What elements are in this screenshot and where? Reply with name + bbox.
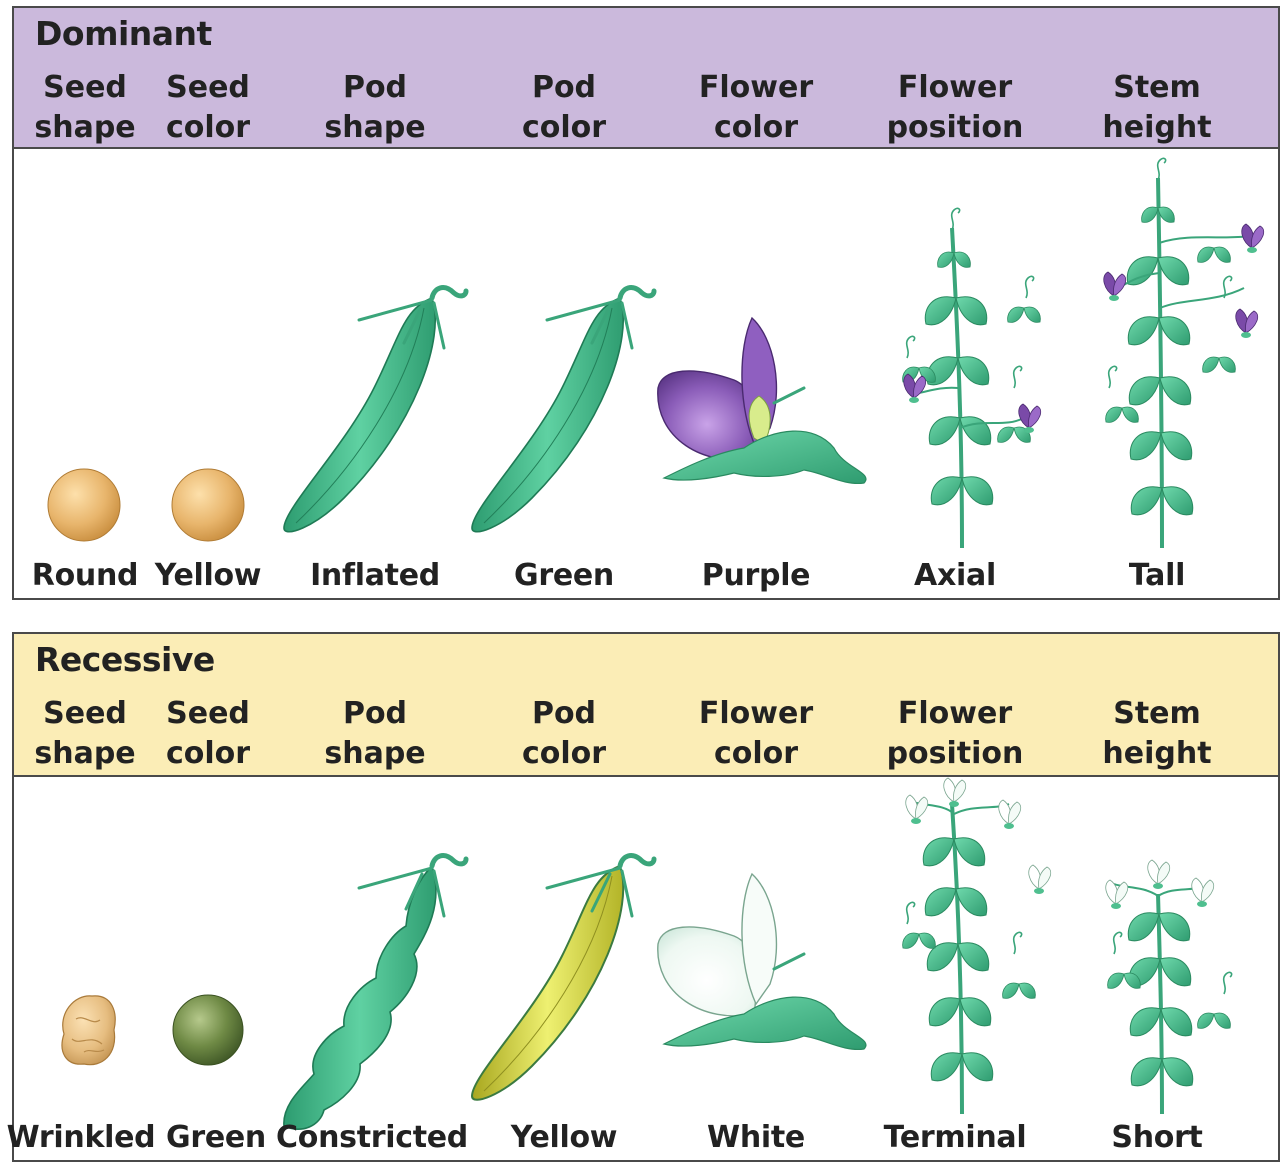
dominant-illustrations	[14, 8, 1278, 598]
trait-label-yellow-pod: Yellow	[511, 1120, 617, 1155]
trait-label-round: Round	[32, 558, 138, 593]
trait-label-axial: Axial	[914, 558, 996, 593]
yellow-seed-icon	[172, 469, 244, 541]
trait-label-tall: Tall	[1129, 558, 1185, 593]
trait-label-purple: Purple	[702, 558, 810, 593]
trait-label-wrinkled: Wrinkled	[7, 1120, 156, 1155]
trait-label-inflated: Inflated	[310, 558, 440, 593]
green-pod-icon	[472, 288, 654, 532]
trait-label-green-pod: Green	[514, 558, 614, 593]
trait-label-yellow: Yellow	[155, 558, 261, 593]
white-flower-icon	[658, 874, 866, 1049]
wrinkled-seed-icon	[62, 996, 115, 1065]
trait-label-terminal: Terminal	[884, 1120, 1027, 1155]
purple-flower-icon	[658, 318, 866, 483]
trait-label-white: White	[707, 1120, 805, 1155]
terminal-plant-icon	[903, 778, 1051, 1114]
constricted-pod-icon	[284, 856, 466, 1130]
trait-label-constricted: Constricted	[276, 1120, 468, 1155]
trait-label-green-seed: Green	[166, 1120, 266, 1155]
yellow-pod-icon	[472, 856, 654, 1100]
axial-plant-icon	[903, 208, 1041, 548]
recessive-illustrations	[14, 634, 1278, 1160]
green-seed-icon	[173, 995, 243, 1065]
tall-plant-icon	[1104, 158, 1264, 548]
round-seed-icon	[48, 469, 120, 541]
trait-label-short: Short	[1111, 1120, 1202, 1155]
short-plant-icon	[1106, 860, 1232, 1114]
inflated-pod-icon	[284, 288, 466, 532]
